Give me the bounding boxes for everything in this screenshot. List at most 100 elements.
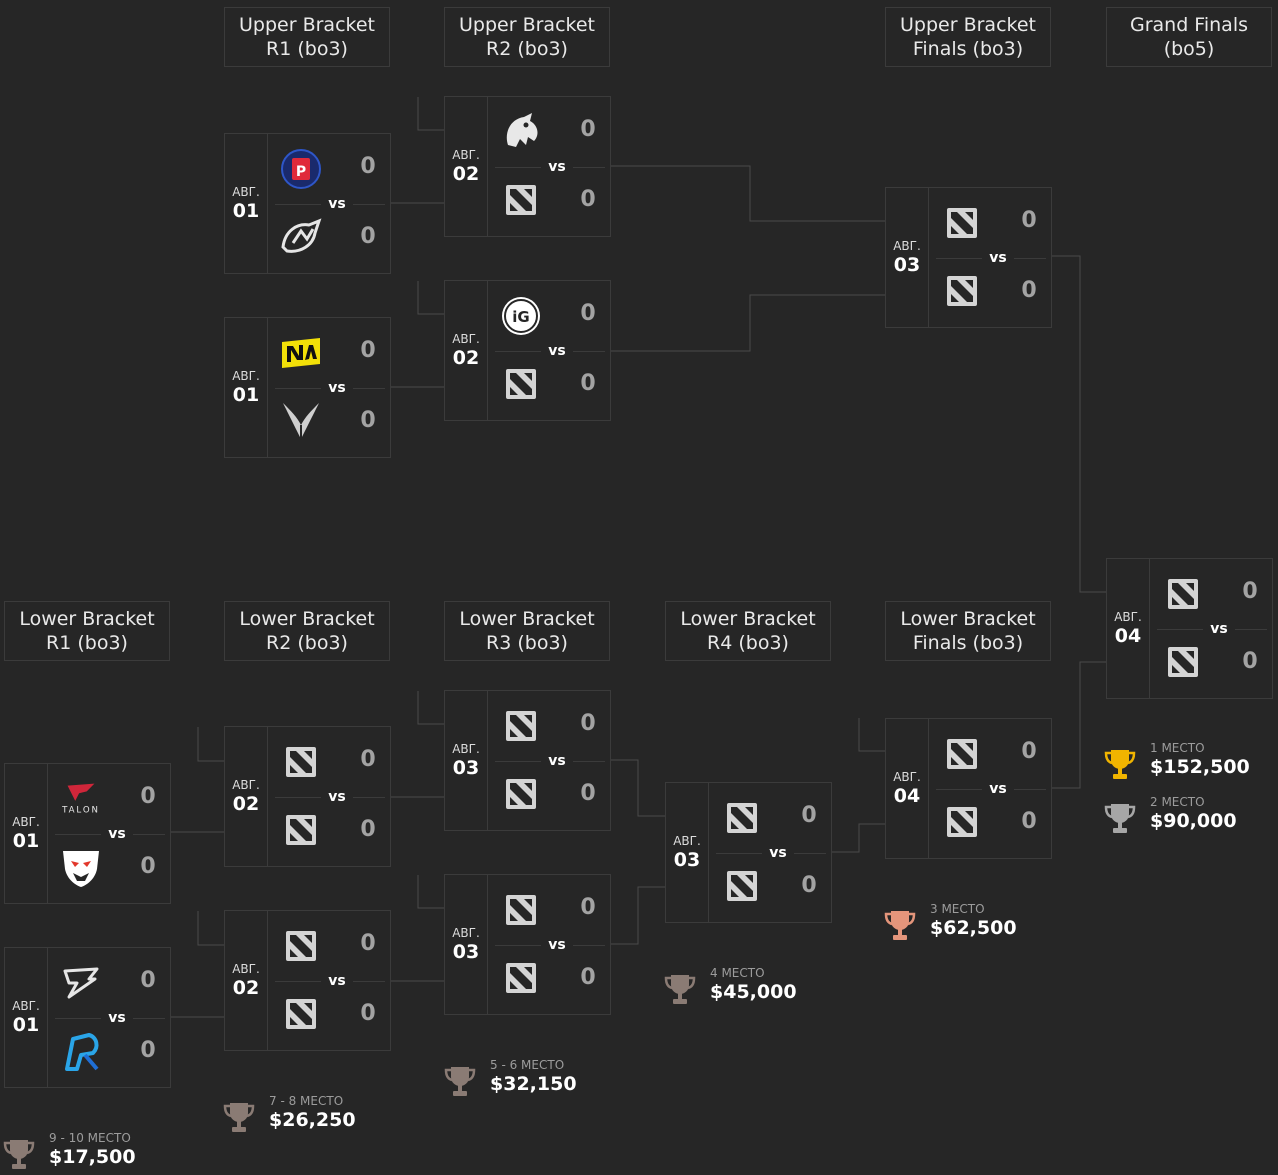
vs-label: vs: [321, 193, 353, 215]
match-month: АВГ.: [1114, 609, 1142, 624]
header-line: Finals (bo3): [912, 632, 1024, 654]
team1-score: 0: [580, 301, 596, 326]
header-line: R1 (bo3): [266, 38, 348, 60]
svg-text:TALON: TALON: [61, 805, 100, 815]
dota-placeholder-icon[interactable]: [498, 955, 544, 1001]
team1-score: 0: [140, 968, 156, 993]
match-date: АВГ.02: [225, 727, 268, 866]
dota-placeholder-icon[interactable]: [278, 807, 324, 853]
prize-amount: $26,250: [269, 1109, 356, 1131]
vs-label: vs: [541, 934, 573, 956]
nigma-logo-icon[interactable]: [278, 214, 324, 260]
vs-label: vs: [541, 156, 573, 178]
match-month: АВГ.: [452, 147, 480, 162]
dota-placeholder-icon[interactable]: [719, 863, 765, 909]
match-date: АВГ.01: [225, 134, 268, 273]
match-day: 02: [232, 976, 260, 999]
team1-score: 0: [140, 784, 156, 809]
dota-placeholder-icon[interactable]: [939, 268, 985, 314]
dota-placeholder-icon[interactable]: [939, 799, 985, 845]
dota-placeholder-icon[interactable]: [498, 177, 544, 223]
match-month: АВГ.: [452, 331, 480, 346]
spirit-logo-icon[interactable]: [498, 109, 544, 155]
team1-score: 0: [580, 711, 596, 736]
match-month: АВГ.: [452, 925, 480, 940]
dota-placeholder-icon[interactable]: [498, 771, 544, 817]
header-line: Lower Bracket: [900, 608, 1036, 630]
header-line: Upper Bracket: [459, 14, 595, 36]
dota-placeholder-icon[interactable]: [1160, 639, 1206, 685]
prize-place: 5 - 6 МЕСТО: [490, 1058, 565, 1072]
match-date: АВГ.03: [445, 691, 488, 830]
dota-placeholder-icon[interactable]: [939, 731, 985, 777]
prize-place: 4 МЕСТО: [710, 966, 765, 980]
header-line: Upper Bracket: [239, 14, 375, 36]
match-date: АВГ.01: [225, 318, 268, 457]
dota-placeholder-icon[interactable]: [719, 795, 765, 841]
thunder-logo-icon[interactable]: [58, 960, 104, 1006]
prize-place: 7 - 8 МЕСТО: [269, 1094, 344, 1108]
prize-place: 9 - 10 МЕСТО: [49, 1131, 131, 1145]
dota-placeholder-icon[interactable]: [278, 991, 324, 1037]
header-line: Lower Bracket: [19, 608, 155, 630]
vs-label: vs: [541, 340, 573, 362]
match-month: АВГ.: [232, 961, 260, 976]
match-date: АВГ.04: [1107, 559, 1150, 698]
match-month: АВГ.: [232, 184, 260, 199]
virtuspro-logo-icon[interactable]: [58, 844, 104, 890]
team2-score: 0: [360, 408, 376, 433]
match-day: 03: [893, 253, 921, 276]
dota-placeholder-icon[interactable]: [498, 887, 544, 933]
svg-text:P: P: [296, 164, 306, 180]
team1-score: 0: [360, 747, 376, 772]
vs-label: vs: [321, 970, 353, 992]
match-month: АВГ.: [12, 998, 40, 1013]
header-line: R4 (bo3): [707, 632, 789, 654]
match-date: АВГ.03: [886, 188, 929, 327]
dota-placeholder-icon[interactable]: [498, 703, 544, 749]
ig-logo-icon[interactable]: iG: [498, 293, 544, 339]
match-day: 03: [452, 756, 480, 779]
xtreme-logo-icon[interactable]: [278, 398, 324, 444]
team1-score: 0: [1021, 739, 1037, 764]
talon-logo-icon[interactable]: TALON: [58, 776, 104, 822]
navi-logo-icon[interactable]: [278, 330, 324, 376]
match-day: 01: [232, 383, 260, 406]
team2-score: 0: [580, 187, 596, 212]
header-line: R2 (bo3): [486, 38, 568, 60]
team1-score: 0: [1242, 579, 1258, 604]
header-line: R3 (bo3): [486, 632, 568, 654]
header-line: Lower Bracket: [680, 608, 816, 630]
psg-quest-logo-icon[interactable]: [58, 1028, 104, 1074]
dota-placeholder-icon[interactable]: [278, 923, 324, 969]
match-date: АВГ.03: [445, 875, 488, 1014]
match-day: 04: [1114, 624, 1142, 647]
dota-placeholder-icon[interactable]: [1160, 571, 1206, 617]
trophy-icon: [444, 1064, 476, 1098]
match-day: 02: [452, 162, 480, 185]
dota-placeholder-icon[interactable]: [278, 739, 324, 785]
header-line: Finals (bo3): [912, 38, 1024, 60]
dota-placeholder-icon[interactable]: [939, 200, 985, 246]
lgd-logo-icon[interactable]: P: [278, 146, 324, 192]
dota-placeholder-icon[interactable]: [498, 361, 544, 407]
